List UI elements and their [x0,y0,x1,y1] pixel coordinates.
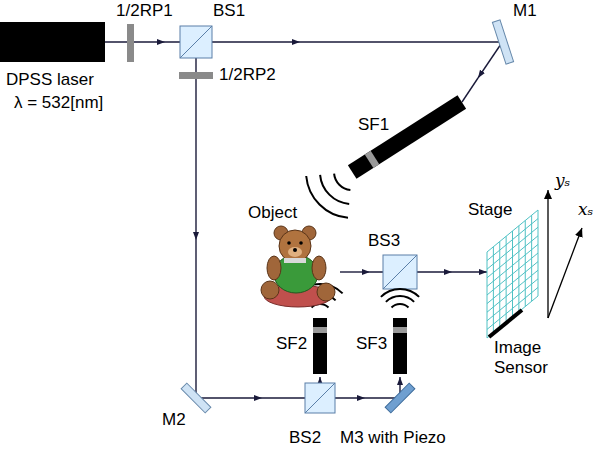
grid-line [487,270,538,312]
beam-splitter [305,383,335,413]
grid-line [487,262,538,304]
component-label: DPSS laser [6,70,94,90]
component-label: SF3 [356,334,387,354]
beam [195,58,196,240]
component-label: M1 [513,1,537,21]
component-label: SF2 [276,334,307,354]
half-wave-plate [127,24,134,62]
piezo-mirror [385,383,415,413]
axis-arrow [547,190,548,318]
beam [478,44,501,78]
component-label: SF1 [358,115,389,135]
component-label: Stage [468,200,512,220]
grid-line [487,296,538,338]
stage-grid [487,210,538,338]
grid-line [487,227,538,269]
grid-line [487,253,538,295]
axis-label: yₛ [555,170,570,190]
mirror [492,20,513,64]
grid-line [487,219,538,261]
wavelength-label: λ = 532[nm] [14,93,103,113]
grid-line [487,279,538,321]
half-wave-plate [179,72,213,79]
component-label: BS3 [368,231,400,251]
beam [196,397,262,398]
image-sensor [489,310,522,337]
mirror [181,383,211,413]
component-label: 1/2RP2 [219,65,276,85]
beam [300,41,501,42]
component-label: BS2 [289,428,321,448]
axis-arrow [548,228,582,318]
grid-line [487,244,538,286]
laser-beams [105,42,501,398]
beam [195,240,196,398]
beam [105,41,165,42]
component-label: Object [248,203,297,223]
laser-body [0,22,105,62]
spatial-filter [313,318,327,374]
spatial-filter [393,318,407,374]
grid-line [487,287,538,329]
beam [452,271,487,272]
axis-label: xₛ [578,199,593,219]
component-label: M3 with Piezo [340,428,446,448]
teddy-bear [261,226,335,307]
component-label: BS1 [213,1,245,21]
grid-line [487,236,538,278]
beam [462,78,478,102]
component-label: Image Sensor [494,338,556,379]
beam [340,271,370,272]
beam-splitter [180,26,212,58]
component-label: 1/2RP1 [116,1,173,21]
beam-splitter [383,255,417,289]
component-label: M2 [162,410,186,430]
spatial-filter [348,95,466,178]
